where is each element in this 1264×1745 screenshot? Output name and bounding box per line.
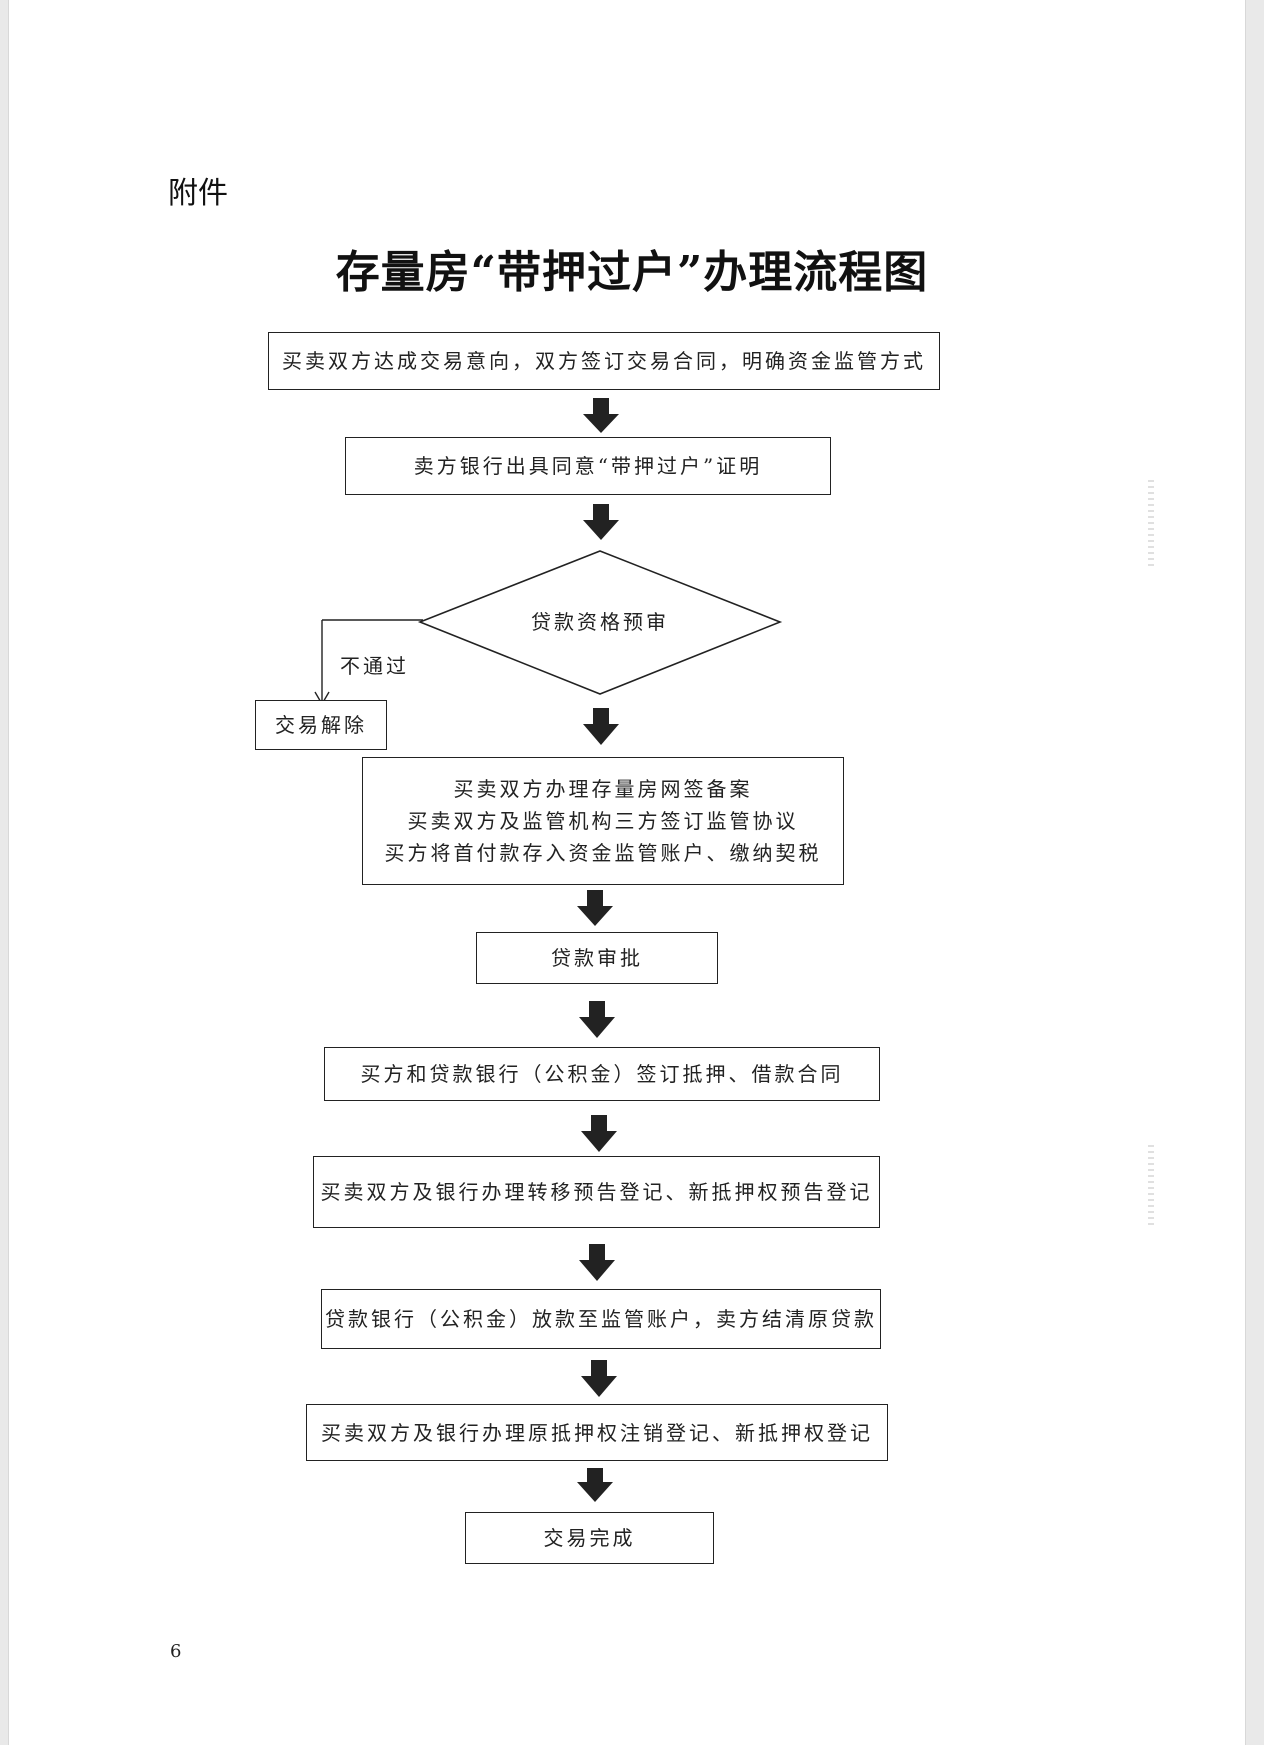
- decision-diamond: [417, 550, 783, 695]
- step-text: 买卖双方及银行办理转移预告登记、新抵押权预告登记: [320, 1180, 873, 1204]
- decision-text: 贷款资格预审: [531, 610, 669, 634]
- branch-label: 不通过: [340, 654, 409, 678]
- down-arrow-icon: [577, 890, 613, 926]
- step-loan-disbursement: 贷款银行（公积金）放款至监管账户，卖方结清原贷款: [321, 1289, 881, 1349]
- down-arrow-icon: [579, 1001, 615, 1038]
- step-text: 买方将首付款存入资金监管账户、缴纳契税: [384, 841, 822, 865]
- step-text: 贷款审批: [551, 946, 643, 970]
- step-transaction-cancelled: 交易解除: [255, 700, 387, 750]
- down-arrow-icon: [583, 708, 619, 745]
- step-transaction-complete: 交易完成: [465, 1512, 714, 1564]
- page-number: 6: [170, 1641, 182, 1662]
- scan-noise: [1148, 480, 1154, 570]
- step-text: 买方和贷款银行（公积金）签订抵押、借款合同: [360, 1062, 844, 1086]
- step-text: 买卖双方办理存量房网签备案: [453, 777, 753, 801]
- step-mortgage-registration: 买卖双方及银行办理原抵押权注销登记、新抵押权登记: [306, 1404, 888, 1461]
- step-text: 卖方银行出具同意“带押过户”证明: [413, 454, 763, 478]
- step-online-filing: 买卖双方办理存量房网签备案 买卖双方及监管机构三方签订监管协议 买方将首付款存入…: [362, 757, 844, 885]
- step-text: 交易解除: [275, 713, 367, 737]
- step-agreement: 买卖双方达成交易意向，双方签订交易合同，明确资金监管方式: [268, 332, 940, 390]
- attachment-label: 附件: [168, 176, 228, 211]
- step-loan-approval: 贷款审批: [476, 932, 718, 984]
- step-bank-certificate: 卖方银行出具同意“带押过户”证明: [345, 437, 831, 495]
- down-arrow-icon: [581, 1360, 617, 1397]
- step-text: 买卖双方达成交易意向，双方签订交易合同，明确资金监管方式: [282, 349, 926, 373]
- scan-noise: [1148, 1145, 1154, 1225]
- down-arrow-icon: [581, 1115, 617, 1152]
- down-arrow-icon: [583, 398, 619, 433]
- step-mortgage-contract: 买方和贷款银行（公积金）签订抵押、借款合同: [324, 1047, 880, 1101]
- down-arrow-icon: [583, 504, 619, 540]
- step-text: 贷款银行（公积金）放款至监管账户，卖方结清原贷款: [325, 1307, 877, 1331]
- step-text: 交易完成: [543, 1526, 636, 1550]
- step-text: 买卖双方及银行办理原抵押权注销登记、新抵押权登记: [321, 1420, 873, 1445]
- down-arrow-icon: [577, 1468, 613, 1502]
- down-arrow-icon: [579, 1244, 615, 1281]
- step-text: 买卖双方及监管机构三方签订监管协议: [407, 809, 799, 833]
- step-advance-registration: 买卖双方及银行办理转移预告登记、新抵押权预告登记: [313, 1156, 880, 1228]
- page-title: 存量房“带押过户”办理流程图: [335, 247, 929, 298]
